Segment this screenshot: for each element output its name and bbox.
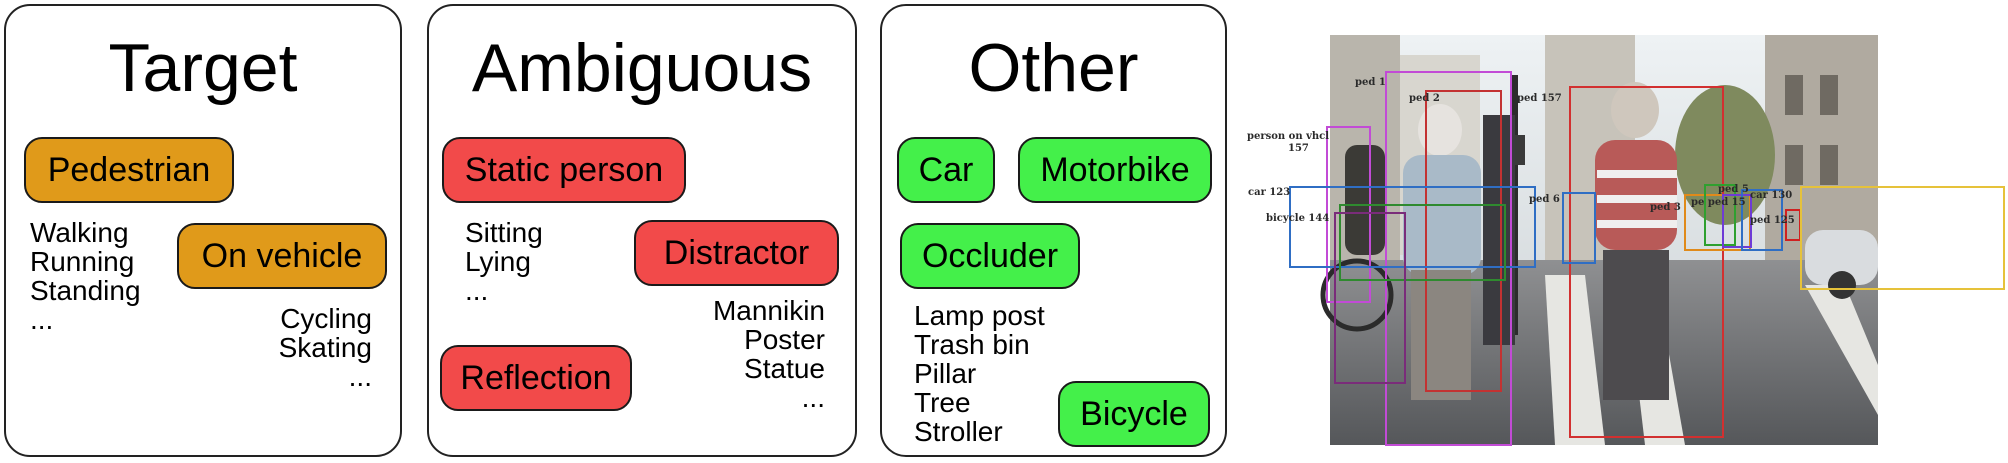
list-item: ... (348, 361, 372, 392)
label-ped-6: ped 6 (1529, 194, 1560, 205)
list-item: Statue (744, 353, 825, 384)
list-item: Lying (465, 246, 531, 277)
bbox-car-123 (1289, 186, 1536, 268)
bicycle-pill: Bicycle (1058, 381, 1210, 447)
label-ped-125: ped 125 (1750, 215, 1795, 226)
bbox-bicycle-144 (1339, 204, 1506, 281)
pedestrian-pill: Pedestrian (24, 137, 234, 203)
photo-background (1320, 35, 1878, 445)
list-item: Stroller (914, 416, 1003, 447)
car-pill: Car (897, 137, 995, 203)
label-ped-3: ped 3 (1650, 202, 1681, 213)
bbox-car-130 (1741, 189, 1783, 251)
bbox-bicycle-rider (1334, 212, 1406, 384)
ambiguous-title: Ambiguous (471, 30, 813, 106)
label-pe-ped-15: pe ped 15 (1691, 197, 1746, 208)
bbox-car-right (1800, 186, 2005, 290)
bbox-pe-ped-15 (1722, 194, 1752, 248)
bounding-boxes (1289, 71, 2005, 446)
bbox-ped-1 (1385, 71, 1512, 446)
street-scene-image: ped 1 ped 2 ped 157 person on vhcl 157 c… (1247, 35, 2005, 446)
list-item: Mannikin (712, 295, 825, 326)
list-item: Poster (744, 324, 825, 355)
label-car-123: car 123 (1248, 187, 1290, 198)
list-item: Running (30, 246, 135, 277)
motorbike-pill: Motorbike (1018, 137, 1212, 203)
target-title: Target (108, 30, 298, 106)
pedestrian-sublist: Walking Running Standing ... (30, 218, 141, 334)
label-157: 157 (1288, 143, 1309, 154)
reflection-pill: Reflection (440, 345, 632, 411)
list-item: Trash bin (914, 329, 1030, 360)
on-vehicle-sublist: Cycling Skating ... (279, 304, 372, 391)
label-ped-5: ped 5 (1718, 184, 1749, 195)
list-item: ... (801, 382, 825, 413)
distractor-pill: Distractor (634, 220, 839, 286)
static-person-pill: Static person (442, 137, 686, 203)
bbox-ped-2 (1425, 90, 1502, 392)
list-item: Standing (30, 275, 141, 306)
distractor-sublist: Mannikin Poster Statue ... (713, 296, 825, 412)
label-bicycle-144: bicycle 144 (1266, 213, 1329, 224)
list-item: Skating (278, 332, 372, 363)
label-ped-2: ped 2 (1409, 93, 1440, 104)
static-person-sublist: Sitting Lying ... (465, 218, 543, 305)
bbox-person-on-vehicle (1326, 126, 1371, 303)
target-panel: Target Pedestrian Walking Running Standi… (4, 4, 402, 457)
occluder-sublist: Lamp post Trash bin Pillar Tree Stroller (914, 301, 1045, 446)
on-vehicle-pill: On vehicle (177, 223, 387, 289)
annotated-street-photo: ped 1 ped 2 ped 157 person on vhcl 157 c… (1245, 35, 2005, 447)
list-item: Walking (30, 217, 129, 248)
list-item: ... (30, 304, 54, 335)
occluder-pill: Occluder (900, 223, 1080, 289)
bbox-labels: ped 1 ped 2 ped 157 person on vhcl 157 c… (1247, 77, 1795, 226)
other-title: Other (968, 30, 1139, 106)
list-item: Cycling (280, 303, 372, 334)
label-car-130: car 130 (1750, 190, 1792, 201)
label-ped-157: ped 157 (1517, 93, 1562, 104)
list-item: Sitting (465, 217, 543, 248)
list-item: ... (465, 275, 489, 306)
label-person-on-vehicle: person on vhcl (1247, 131, 1329, 142)
bbox-ped-6 (1562, 192, 1596, 264)
ambiguous-panel: Ambiguous Static person Sitting Lying ..… (427, 4, 857, 457)
list-item: Pillar (914, 358, 977, 389)
other-panel: Other Car Motorbike Occluder Lamp post T… (880, 4, 1227, 457)
list-item: Tree (914, 387, 971, 418)
label-ped-1: ped 1 (1355, 77, 1386, 88)
bbox-ped-5 (1704, 184, 1736, 246)
list-item: Lamp post (914, 300, 1045, 331)
